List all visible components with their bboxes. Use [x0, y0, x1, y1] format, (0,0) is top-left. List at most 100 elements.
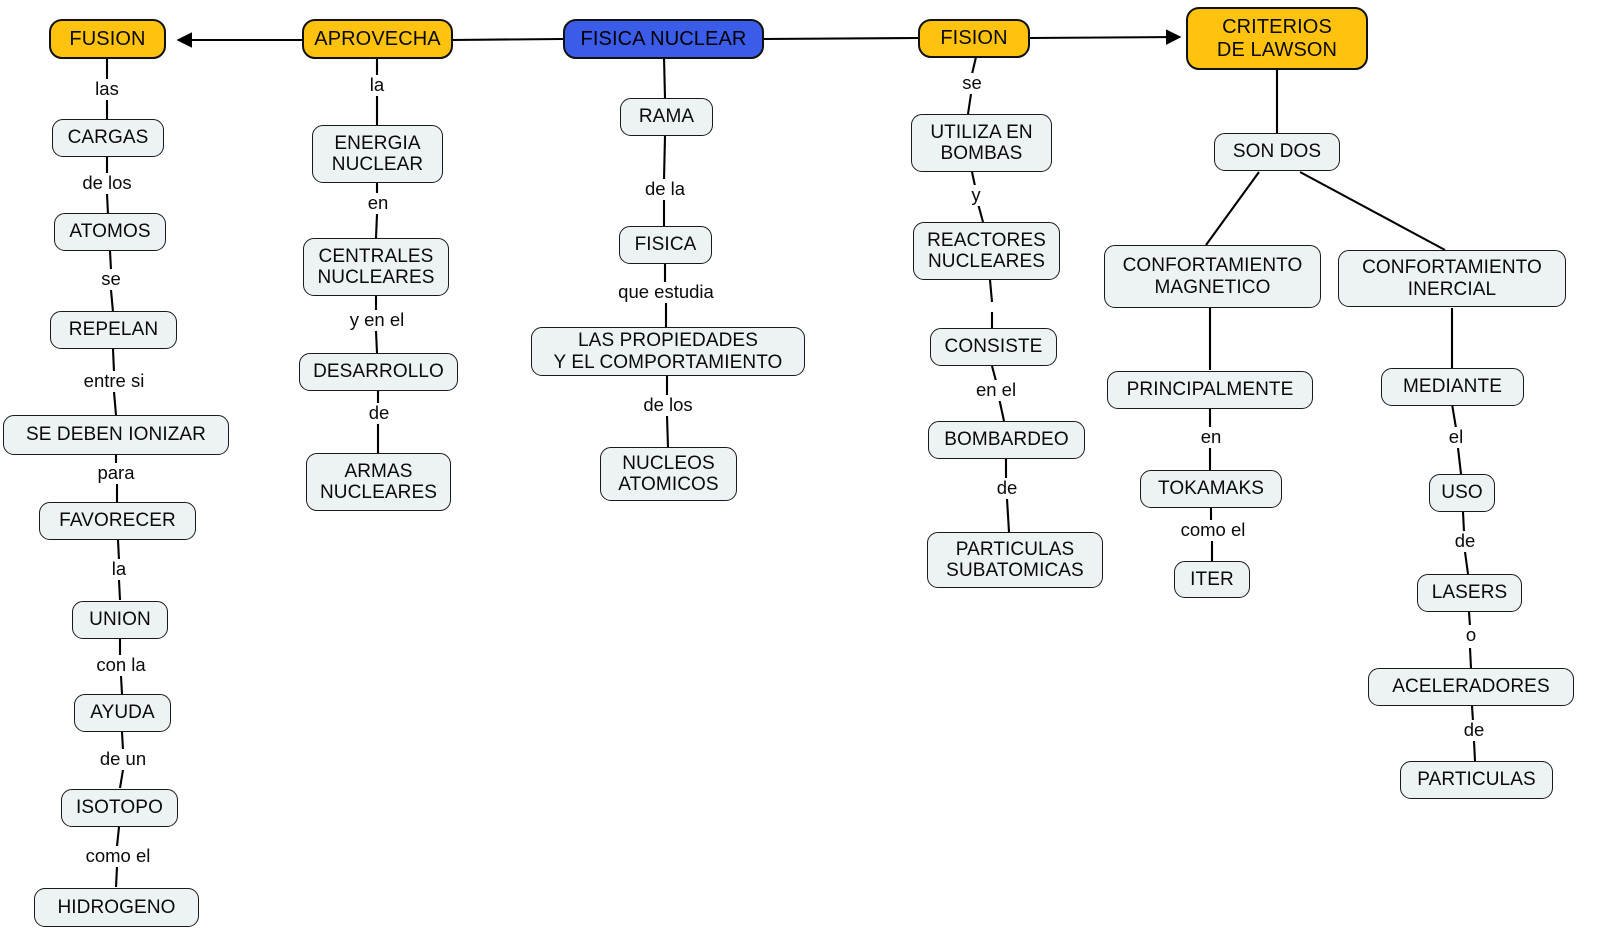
link-label-ionizar-favorecer: para [80, 462, 152, 484]
node-energia-nuclear[interactable]: ENERGIA NUCLEAR [312, 125, 443, 183]
node-uso[interactable]: USO [1429, 474, 1495, 512]
link-label-propiedades-nucleos: de los [623, 394, 713, 416]
node-utiliza-en-bombas-label: UTILIZA EN BOMBAS [930, 121, 1033, 164]
node-iter-label: ITER [1190, 568, 1234, 590]
node-armas-nucleares-label: ARMAS NUCLEARES [319, 460, 438, 503]
node-tokamaks-label: TOKAMAKS [1157, 478, 1265, 500]
link-label-union-ayuda: con la [78, 654, 164, 676]
node-las-propiedades-label: LAS PROPIEDADES Y EL COMPORTAMIENTO [553, 330, 783, 373]
node-bombardeo-label: BOMBARDEO [944, 429, 1069, 451]
edge-deun-isotopo [118, 769, 125, 789]
link-label-magnetico-tokamaks: en [1184, 426, 1238, 448]
node-centrales-nucleares-label: CENTRALES NUCLEARES [317, 245, 435, 288]
node-hidrogeno[interactable]: HIDROGENO [34, 888, 199, 927]
node-repelan[interactable]: REPELAN [50, 311, 177, 349]
node-confortamiento-magnetico[interactable]: CONFORTAMIENTO MAGNETICO [1104, 245, 1321, 308]
edge-de-particulas-far [1472, 740, 1477, 762]
node-centrales-nucleares[interactable]: CENTRALES NUCLEARES [303, 238, 449, 296]
node-se-deben-ionizar[interactable]: SE DEBEN IONIZAR [3, 415, 229, 455]
node-isotopo[interactable]: ISOTOPO [61, 789, 178, 827]
node-ayuda-label: AYUDA [90, 702, 155, 724]
edge-yenel-desarrollo [374, 330, 379, 354]
node-principalmente[interactable]: PRINCIPALMENTE [1107, 371, 1313, 409]
node-rama-label: RAMA [638, 106, 695, 128]
node-lasers-label: LASERS [1431, 582, 1508, 604]
edge-fisicanuclear-to-fision [762, 36, 919, 41]
node-aprovecha[interactable]: APROVECHA [302, 19, 453, 59]
node-particulas-subatomicas[interactable]: PARTICULAS SUBATOMICAS [927, 532, 1103, 588]
edge-delos-nucleos [665, 415, 670, 448]
edge-sondos-magnetico [1205, 171, 1260, 246]
link-label-centrales-desarrollo: y en el [327, 309, 427, 331]
link-label-fisica-propiedades: que estudia [604, 281, 728, 303]
link-label-mediante-uso: el [1434, 426, 1478, 448]
node-consiste[interactable]: CONSISTE [930, 328, 1057, 366]
link-label-isotopo-hidrogeno: como el [64, 845, 172, 867]
edge-enel-bombardeo [997, 397, 1006, 422]
node-mediante[interactable]: MEDIANTE [1381, 368, 1524, 406]
link-label-lasers-aceleradores: o [1451, 624, 1491, 646]
node-tokamaks[interactable]: TOKAMAKS [1140, 470, 1282, 508]
edge-la-union [117, 579, 122, 601]
edge-favorecer-la [116, 539, 121, 561]
node-ayuda[interactable]: AYUDA [74, 694, 171, 732]
node-iter[interactable]: ITER [1174, 561, 1250, 598]
node-particulas[interactable]: PARTICULAS [1400, 761, 1553, 799]
node-bombardeo[interactable]: BOMBARDEO [928, 421, 1085, 459]
node-union[interactable]: UNION [72, 601, 168, 639]
node-atomos-label: ATOMOS [69, 221, 151, 243]
node-confortamiento-inercial-label: CONFORTAMIENTO INERCIAL [1362, 257, 1542, 300]
node-fusion-label: FUSION [69, 27, 146, 50]
node-son-dos-label: SON DOS [1232, 141, 1322, 163]
node-fisica-label: FISICA [634, 234, 697, 256]
link-label-aceleradores-particulas: de [1447, 719, 1501, 741]
edge-isotopo-comoel [115, 826, 121, 847]
node-atomos[interactable]: ATOMOS [54, 213, 166, 251]
node-nucleos-atomicos[interactable]: NUCLEOS ATOMICOS [600, 447, 737, 501]
node-favorecer[interactable]: FAVORECER [39, 502, 196, 540]
node-repelan-label: REPELAN [68, 319, 159, 341]
edge-reactores-gap [988, 279, 994, 303]
node-reactores-nucleares[interactable]: REACTORES NUCLEARES [913, 222, 1060, 280]
node-reactores-nucleares-label: REACTORES NUCLEARES [927, 229, 1046, 272]
edge-sondos-inercial [1299, 171, 1446, 251]
edge-conla-ayuda [119, 675, 124, 695]
node-lasers[interactable]: LASERS [1417, 574, 1522, 612]
link-label-consiste-bombardeo: en el [955, 379, 1037, 401]
link-label-rama-fisica: de la [625, 178, 705, 200]
node-utiliza-en-bombas[interactable]: UTILIZA EN BOMBAS [911, 114, 1052, 172]
node-armas-nucleares[interactable]: ARMAS NUCLEARES [306, 453, 451, 511]
link-label-cargas-atomos: de los [62, 172, 152, 194]
node-fusion[interactable]: FUSION [49, 19, 166, 59]
node-fisica-nuclear-label: FISICA NUCLEAR [580, 27, 747, 50]
link-label-fusion-cargas: las [77, 78, 137, 100]
node-aceleradores[interactable]: ACELERADORES [1368, 668, 1574, 706]
node-confortamiento-inercial[interactable]: CONFORTAMIENTO INERCIAL [1338, 250, 1566, 307]
node-mediante-label: MEDIANTE [1403, 376, 1502, 398]
node-fisica[interactable]: FISICA [619, 226, 712, 264]
node-desarrollo[interactable]: DESARROLLO [299, 353, 458, 391]
node-criterios-de-lawson[interactable]: CRITERIOS DE LAWSON [1186, 7, 1368, 70]
link-label-aprovecha-energia: la [349, 74, 405, 96]
edge-fision-to-lawson [1028, 29, 1182, 45]
link-label-energia-centrales: en [349, 192, 407, 214]
node-son-dos[interactable]: SON DOS [1214, 133, 1340, 171]
node-confortamiento-magnetico-label: CONFORTAMIENTO MAGNETICO [1122, 255, 1303, 298]
node-fisica-nuclear[interactable]: FISICA NUCLEAR [563, 19, 764, 59]
node-particulas-label: PARTICULAS [1417, 769, 1536, 791]
node-fision[interactable]: FISION [918, 19, 1030, 58]
node-rama[interactable]: RAMA [620, 98, 713, 136]
node-consiste-label: CONSISTE [944, 336, 1043, 358]
node-union-label: UNION [89, 609, 151, 631]
edge-repelan-entresi [111, 348, 116, 373]
node-favorecer-label: FAVORECER [59, 510, 176, 532]
node-cargas[interactable]: CARGAS [52, 119, 164, 157]
node-fision-label: FISION [940, 27, 1008, 50]
edge-mediante-el [1450, 403, 1458, 429]
edge-en-centrales [374, 213, 379, 239]
node-uso-label: USO [1441, 482, 1483, 504]
node-las-propiedades[interactable]: LAS PROPIEDADES Y EL COMPORTAMIENTO [531, 327, 805, 376]
link-label-ayuda-isotopo: de un [79, 748, 167, 770]
edge-se-utiliza [966, 93, 973, 115]
